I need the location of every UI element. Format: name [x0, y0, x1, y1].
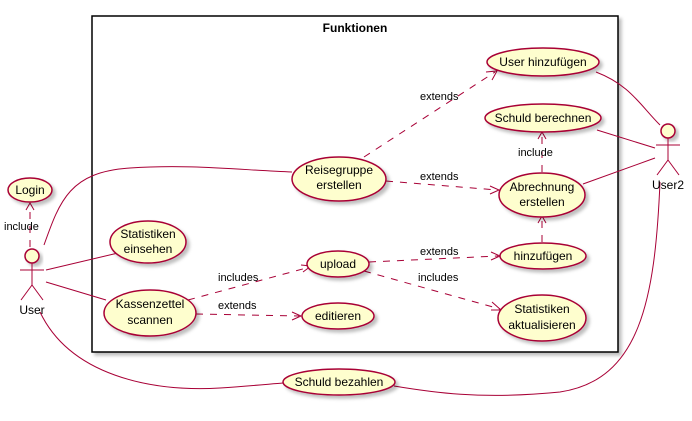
- label-extends-user-hinzufuegen: extends: [420, 91, 459, 103]
- usecase-user-hinzufuegen-label: User hinzufügen: [499, 55, 586, 69]
- dep-kassenzettel-editieren: [195, 313, 300, 317]
- actor-user2-label: User2: [652, 178, 684, 192]
- arrow-user-hinzufuegen: [485, 70, 498, 81]
- usecase-kassenzettel-label-1: Kassenzettel: [116, 297, 185, 311]
- actor-user[interactable]: User: [19, 248, 45, 317]
- label-include-login: include: [4, 221, 39, 233]
- arrow-abrechnung: [489, 185, 501, 195]
- assoc-user2-abrechnung: [582, 157, 656, 185]
- usecase-statistiken-einsehen-label-1: Statistiken: [120, 227, 175, 241]
- usecase-schuld-berechnen-label: Schuld berechnen: [495, 111, 592, 125]
- actor-user2-head: [660, 123, 676, 139]
- assoc-user2-schuld-berechnen: [596, 129, 656, 149]
- actor-user2-leg-right: [667, 159, 680, 176]
- use-cases: Login User hinzufügen Schuld berechnen R…: [7, 47, 602, 396]
- associations: [39, 71, 661, 396]
- usecase-kassenzettel-label-2: scannen: [127, 313, 172, 327]
- usecase-user-hinzufuegen[interactable]: User hinzufügen: [486, 47, 600, 77]
- usecase-statistiken-aktualisieren[interactable]: Statistiken aktualisieren: [497, 294, 587, 342]
- relation-labels: include extends extends include extends …: [4, 91, 553, 312]
- usecase-abrechnung-erstellen[interactable]: Abrechnung erstellen: [498, 172, 586, 218]
- usecase-editieren-label: editieren: [315, 309, 361, 323]
- actor-user-head: [24, 248, 40, 264]
- system-title: Funktionen: [323, 21, 388, 35]
- assoc-user2-schuld-bezahlen: [393, 181, 661, 396]
- label-includes-statistiken: includes: [418, 272, 459, 284]
- assoc-user-kassenzettel: [45, 281, 107, 301]
- label-include-schuld: include: [518, 147, 553, 159]
- usecase-statistiken-akt-label-2: aktualisieren: [508, 318, 575, 332]
- actor-user-leg-left: [20, 284, 33, 301]
- label-extends-editieren: extends: [218, 300, 257, 312]
- actor-user-label: User: [19, 303, 44, 317]
- usecase-abrechnung-label-1: Abrechnung: [510, 180, 575, 194]
- usecase-abrechnung-label-2: erstellen: [519, 195, 564, 209]
- assoc-user-schuld-bezahlen: [39, 311, 284, 390]
- usecase-upload[interactable]: upload: [306, 250, 370, 278]
- usecase-upload-label: upload: [320, 257, 356, 271]
- usecase-login-label: Login: [15, 183, 44, 197]
- assoc-user-statistiken: [45, 252, 119, 271]
- label-includes-upload: includes: [218, 272, 259, 284]
- dep-reise-user-hinzufuegen: [363, 71, 496, 158]
- dep-reise-abrechnung: [385, 180, 498, 191]
- label-extends-abrechnung: extends: [420, 171, 459, 183]
- actor-user2[interactable]: User2: [652, 123, 684, 192]
- usecase-reisegruppe-label-1: Reisegruppe: [305, 163, 373, 177]
- usecase-hinzufuegen-label: hinzufügen: [514, 249, 573, 263]
- usecase-kassenzettel-scannen[interactable]: Kassenzettel scannen: [103, 289, 197, 337]
- usecase-schuld-berechnen[interactable]: Schuld berechnen: [484, 103, 602, 133]
- actor-user2-leg-left: [656, 159, 669, 176]
- assoc-user-reisegruppe: [43, 166, 293, 246]
- usecase-reisegruppe-erstellen[interactable]: Reisegruppe erstellen: [291, 156, 387, 202]
- arrow-editieren: [291, 311, 303, 321]
- usecase-hinzufuegen[interactable]: hinzufügen: [499, 242, 587, 270]
- label-extends-hinzufuegen: extends: [420, 246, 459, 258]
- usecase-schuld-bezahlen[interactable]: Schuld bezahlen: [282, 368, 396, 396]
- dep-upload-statistiken: [363, 270, 501, 310]
- usecase-schuld-bezahlen-label: Schuld bezahlen: [295, 375, 384, 389]
- usecase-statistiken-einsehen[interactable]: Statistiken einsehen: [109, 220, 187, 264]
- usecase-reisegruppe-label-2: erstellen: [316, 178, 361, 192]
- usecase-editieren[interactable]: editieren: [301, 302, 375, 330]
- usecase-login[interactable]: Login: [7, 177, 53, 203]
- usecase-statistiken-akt-label-1: Statistiken: [514, 302, 569, 316]
- actor-user-leg-right: [31, 284, 44, 301]
- arrow-login: [25, 201, 35, 211]
- usecase-statistiken-einsehen-label-2: einsehen: [124, 242, 173, 256]
- assoc-user2-user-hinzufuegen: [595, 71, 661, 126]
